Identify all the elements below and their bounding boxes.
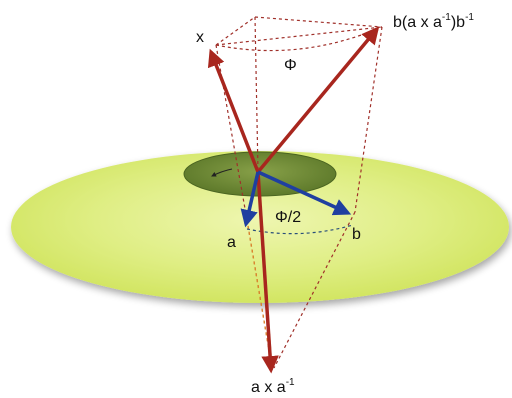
phi-arc [215, 26, 383, 52]
label-x: x [196, 29, 204, 46]
label-half-phi: Φ/2 [275, 209, 301, 226]
label-b: b [352, 226, 361, 243]
vector-b [257, 170, 352, 216]
vector-rotated-x [256, 26, 380, 174]
vector-axa [256, 171, 279, 374]
label-a: a [227, 234, 236, 251]
rotation-direction-arrow [211, 168, 233, 177]
vector-x [207, 48, 260, 173]
label-rotated-x: b(a x a-1)b-1 [393, 12, 474, 31]
vector-a [240, 171, 260, 228]
label-phi: Φ [284, 57, 297, 74]
label-axa: a x a-1 [251, 377, 295, 396]
